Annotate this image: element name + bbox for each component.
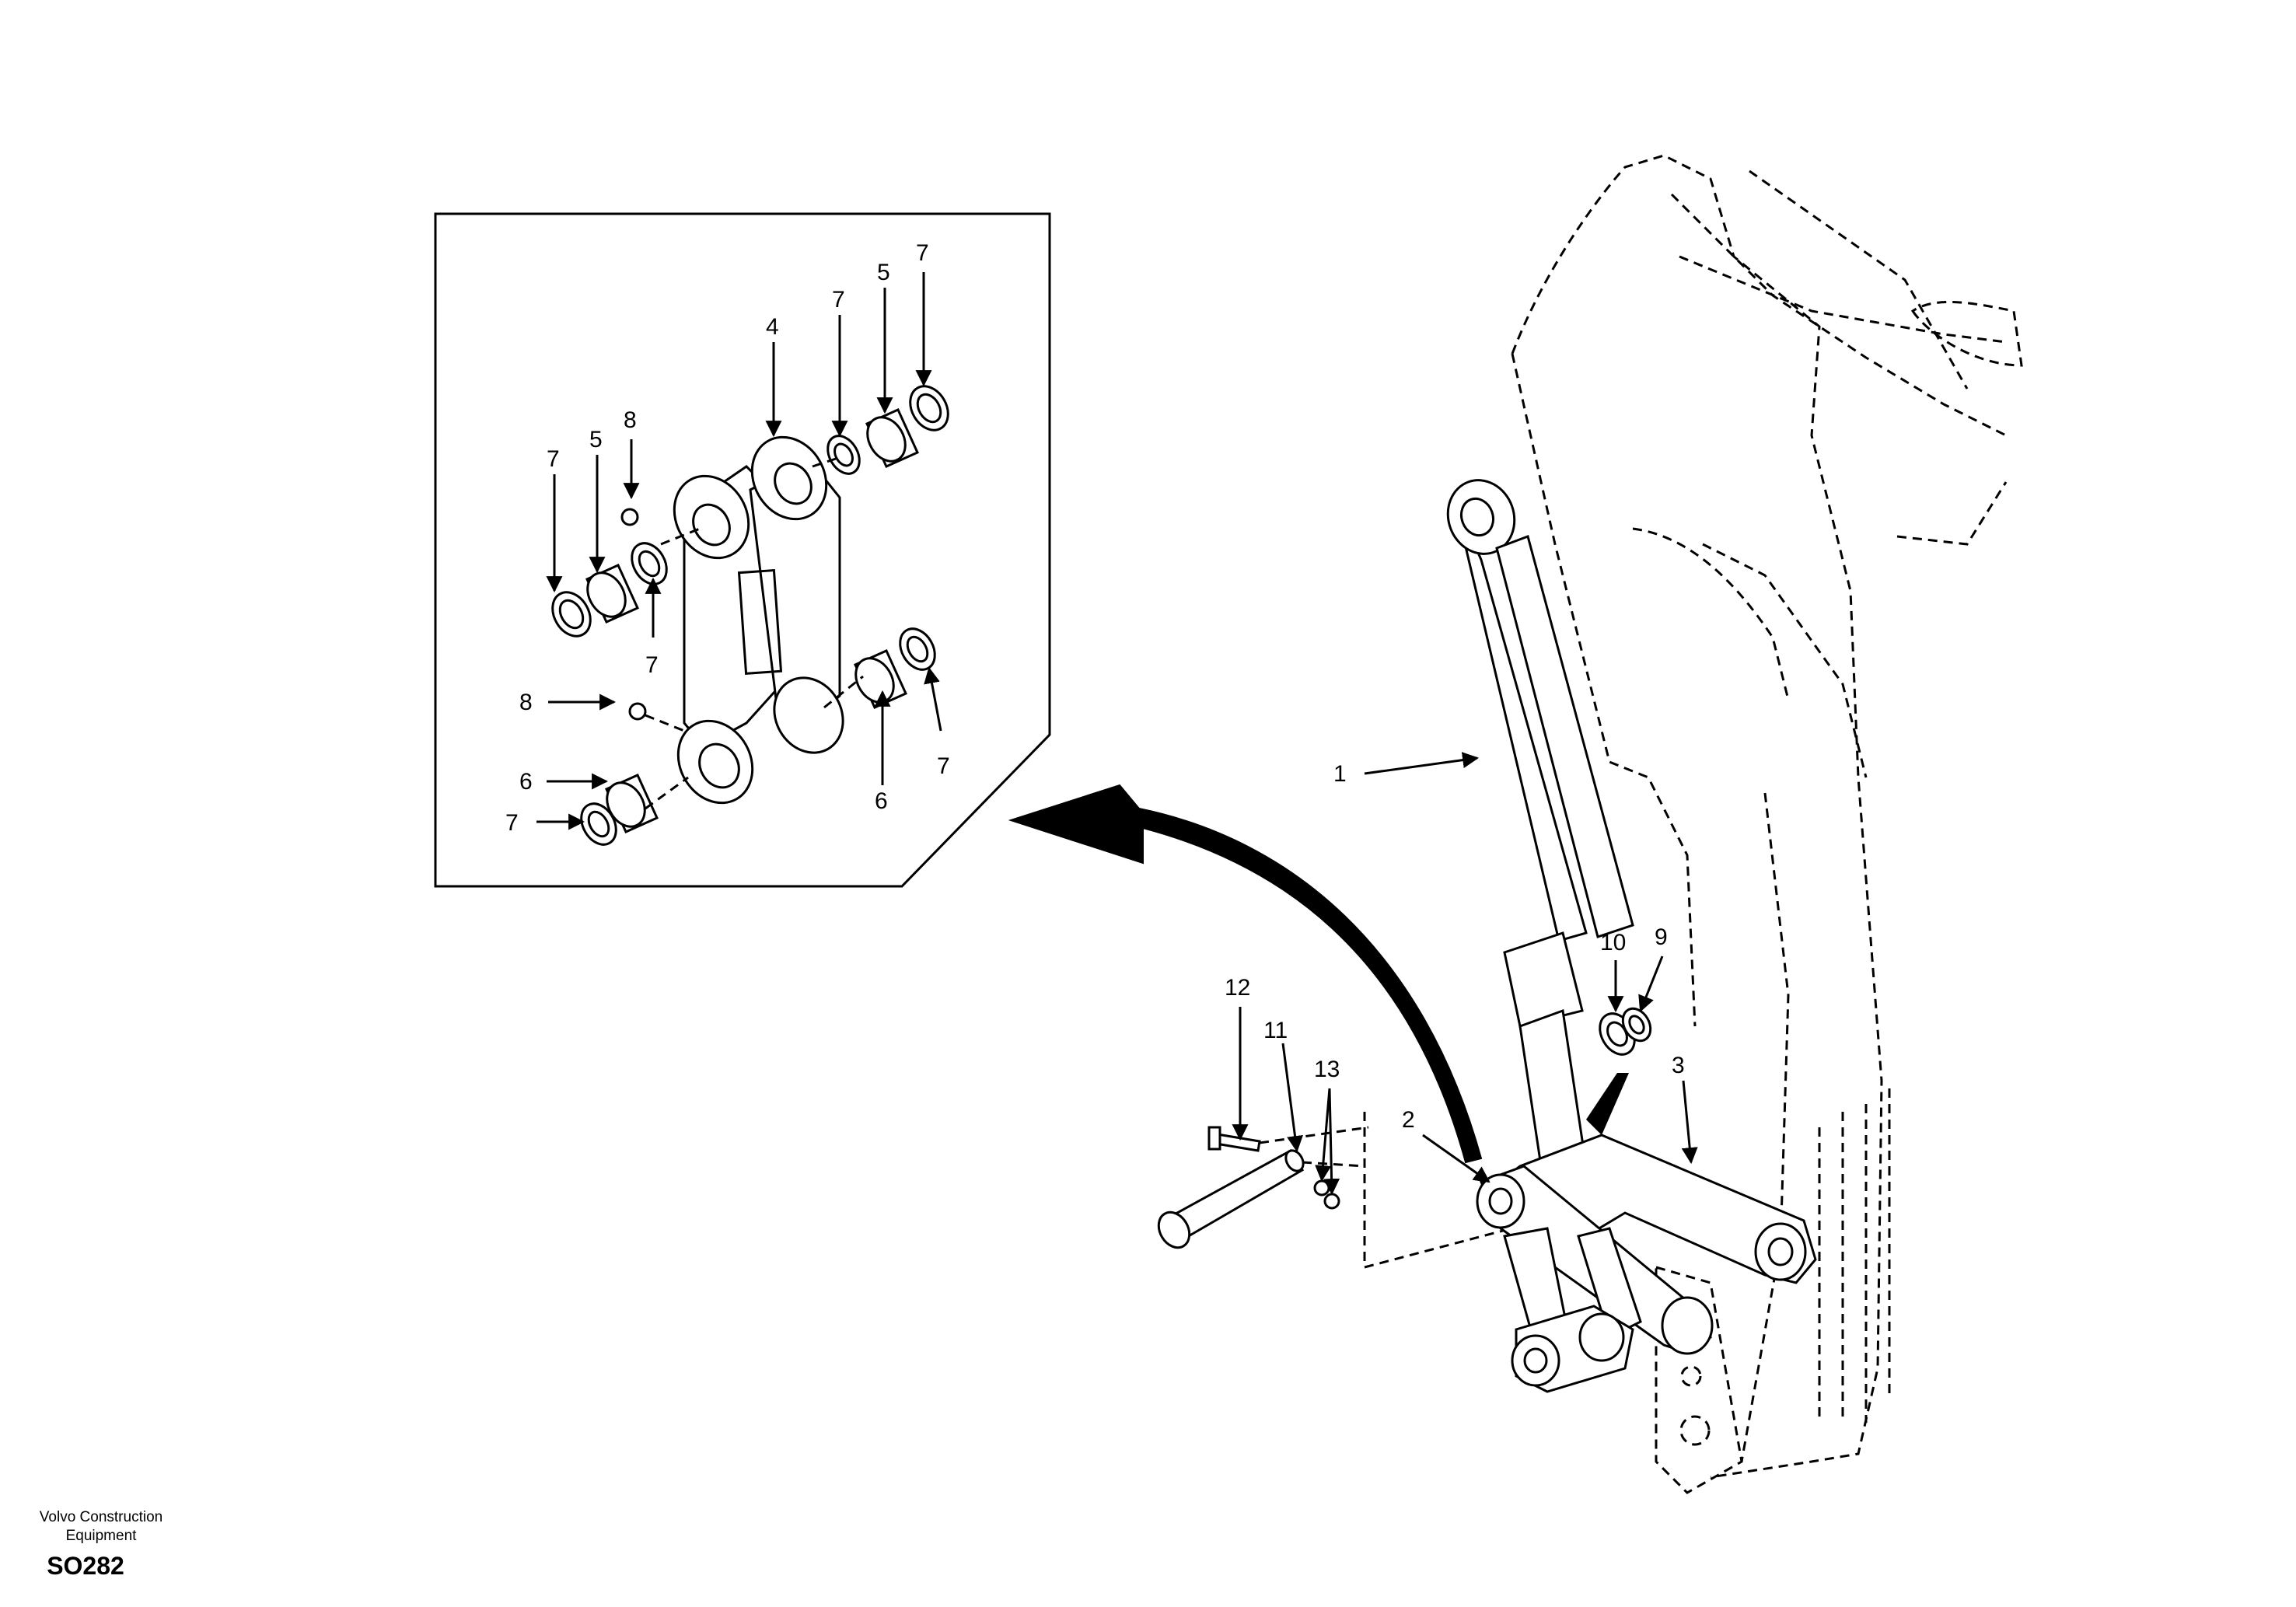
drawing-code: SO282 [47, 1552, 124, 1580]
phantom-arm [1363, 154, 2023, 1494]
callout-8-mid: 8 [519, 690, 533, 715]
pin-and-fasteners [1157, 1126, 1369, 1249]
brand-line-2: Equipment [65, 1528, 137, 1544]
bushings-and-shims [551, 385, 949, 846]
detail-curved-arrow [1008, 784, 1483, 1164]
main-leaders [1232, 752, 1698, 1196]
callout-13: 13 [1314, 1057, 1340, 1082]
callout-3: 3 [1672, 1053, 1685, 1078]
callout-4: 4 [766, 314, 779, 340]
callout-7-mid-left: 7 [645, 652, 659, 678]
callout-11: 11 [1263, 1018, 1288, 1043]
callout-7-top-mid: 7 [832, 287, 845, 313]
callout-12: 12 [1225, 975, 1250, 1001]
callout-10: 10 [1600, 930, 1626, 955]
callout-2: 2 [1402, 1107, 1415, 1133]
callout-9: 9 [1655, 924, 1668, 950]
brand-caption: Volvo Construction Equipment [16, 1508, 187, 1546]
callout-labels: 4 5 7 7 8 5 7 7 8 6 7 6 7 1 2 3 9 10 11 … [505, 240, 1685, 1133]
brand-line-1: Volvo Construction [39, 1509, 163, 1525]
callout-7-bottom-left: 7 [505, 810, 519, 836]
callout-6-right: 6 [875, 788, 888, 814]
link-assembly [673, 435, 844, 805]
callout-8-top: 8 [624, 407, 637, 433]
detail-frame [434, 212, 1051, 888]
shims [1599, 1007, 1652, 1056]
bucket-links [1476, 1073, 1817, 1393]
callout-1: 1 [1333, 761, 1347, 787]
callout-6-left: 6 [519, 769, 533, 795]
callout-7-left: 7 [547, 446, 560, 472]
callout-5-left: 5 [589, 427, 603, 452]
callout-5-top: 5 [877, 260, 890, 285]
callout-7-right: 7 [937, 753, 950, 779]
detail-leaders [536, 272, 942, 830]
bucket-cylinder [1446, 479, 1634, 1184]
callout-7-top-right: 7 [916, 240, 929, 266]
